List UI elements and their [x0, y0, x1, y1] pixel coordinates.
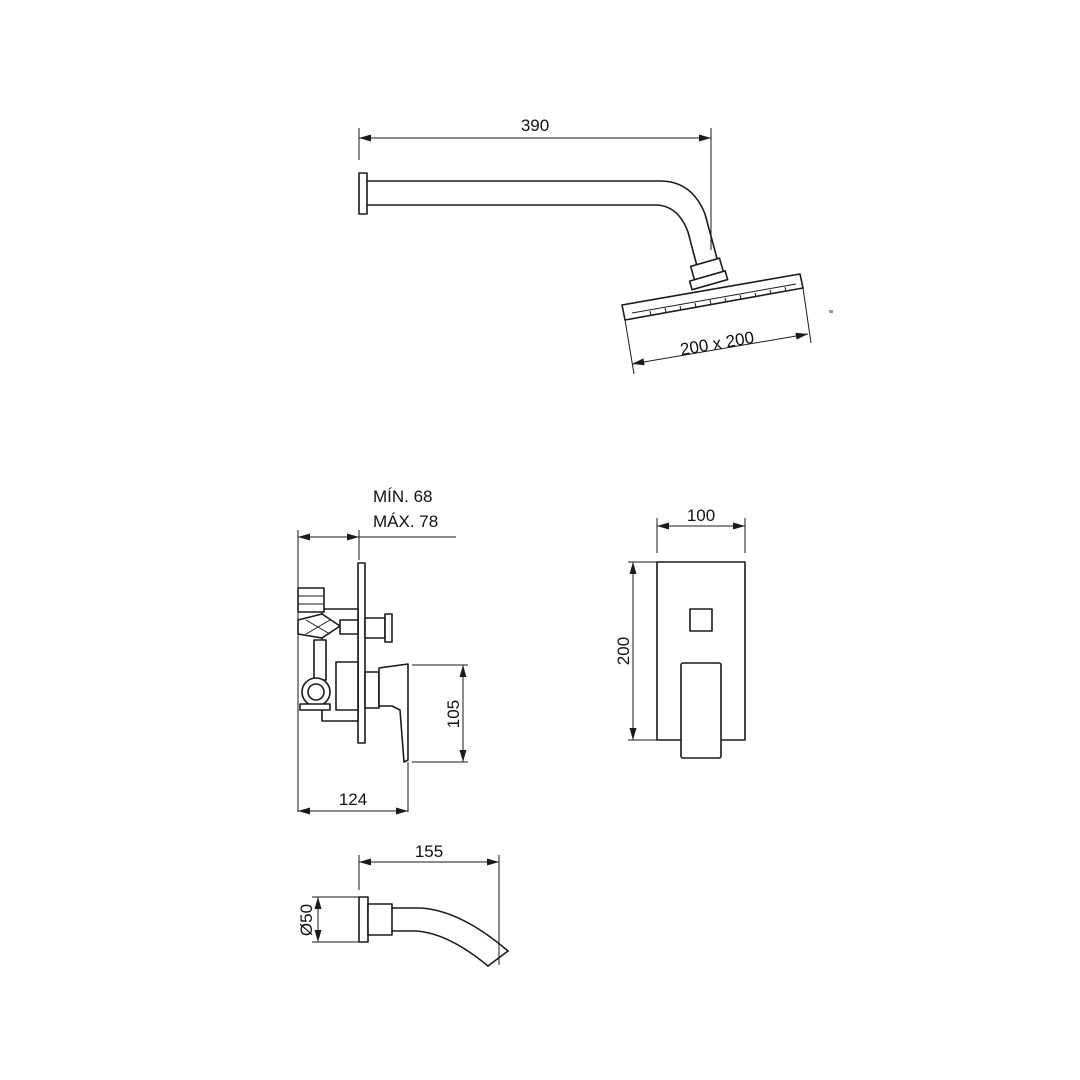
- depth-min-label: MÍN. 68: [373, 487, 433, 506]
- lever-escutcheon: [364, 671, 380, 709]
- spout-diameter-dimension: Ø50: [297, 896, 359, 943]
- spout-length-label: 155: [415, 842, 443, 861]
- plate-height-dimension: 200: [614, 561, 657, 741]
- shower-head-nozzles: [649, 286, 787, 316]
- lever-height-label: 105: [444, 700, 463, 728]
- shower-head-nozzle-row: [631, 283, 797, 314]
- plate-width-label: 100: [687, 506, 715, 525]
- arm-wall-flange: [358, 172, 368, 215]
- diverter-knob: [364, 617, 386, 639]
- lever-handle-side: [364, 663, 409, 763]
- plate-width-dimension: 100: [656, 506, 746, 553]
- valve-pipe: [313, 639, 327, 681]
- spout-tip: [487, 950, 509, 967]
- mixer-side-view: MÍN. 68 MÁX. 78: [297, 487, 468, 815]
- cartridge-housing: [335, 661, 359, 711]
- spout-diameter-label: Ø50: [297, 904, 316, 936]
- front-lever: [680, 662, 722, 759]
- lever-height-dimension: 105: [412, 664, 468, 763]
- inlet-ring-inner: [307, 683, 325, 701]
- arm-length-label: 390: [521, 116, 549, 135]
- shower-arm-bottom: [366, 204, 698, 267]
- spout-length-dimension: 155: [358, 842, 500, 965]
- swivel-base: [688, 270, 729, 291]
- diverter-knob-cap: [384, 613, 393, 643]
- spout-top: [391, 907, 509, 952]
- spout-collar: [367, 903, 393, 936]
- wall-plate: [357, 562, 366, 744]
- arm-length-dimension: 390: [358, 116, 712, 250]
- depth-max-label: MÁX. 78: [373, 512, 438, 531]
- valve-depth-dimension: 124: [298, 762, 409, 815]
- valve-connector: [339, 619, 359, 635]
- shower-arm-top: [366, 180, 719, 263]
- lever: [378, 663, 409, 763]
- spout-view: 155 Ø50: [297, 842, 509, 967]
- plate-height-label: 200: [614, 637, 633, 665]
- drawing-mark: [829, 310, 833, 313]
- valve-depth-label: 124: [339, 790, 367, 809]
- inlet-base: [299, 703, 331, 711]
- mixer-front-view: 100 200: [614, 506, 746, 759]
- diverter-button: [689, 608, 713, 632]
- top-outlet-fitting: [297, 587, 325, 613]
- valve-body: [297, 587, 359, 722]
- shower-arm-view: 390 200 x: [358, 116, 833, 375]
- head-size-label: 200 x 200: [679, 328, 756, 359]
- depth-dimension: MÍN. 68 MÁX. 78: [297, 487, 456, 812]
- spout-bottom: [391, 930, 489, 967]
- spout-flange: [358, 896, 369, 943]
